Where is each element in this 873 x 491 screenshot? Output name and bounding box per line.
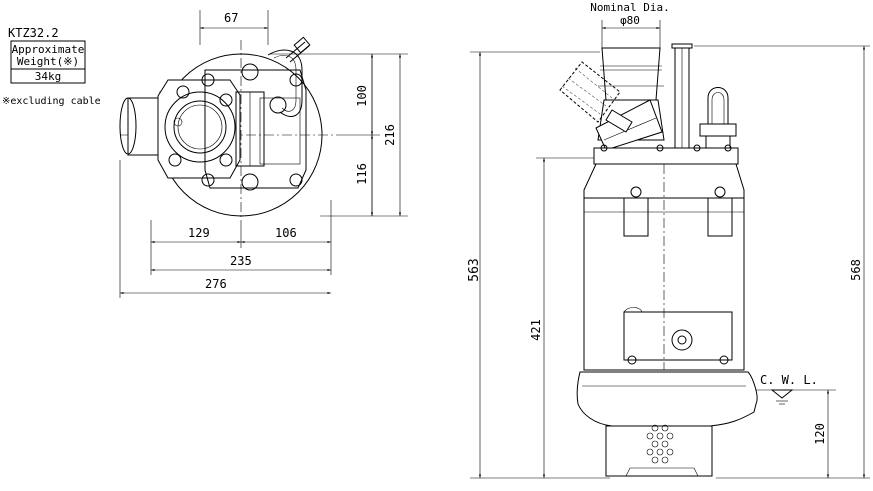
plan-dim-235: 235 — [230, 254, 252, 268]
side-angled-outlet — [559, 61, 663, 151]
side-handle-bar — [671, 43, 693, 161]
side-strainer — [605, 424, 713, 477]
nominal-dia-label: Nominal Dia. — [590, 1, 669, 14]
plan-flange — [157, 79, 241, 179]
weight-box — [10, 40, 86, 84]
plan-dim-bottom: 129 106 235 276 — [119, 160, 332, 298]
cwl-label: C. W. L. — [760, 373, 818, 387]
side-view: Nominal Dia. φ80 — [467, 1, 870, 479]
nominal-dia-value: φ80 — [620, 14, 640, 27]
side-dim-right: 568 — [694, 45, 870, 479]
plan-dim-right: 100 116 216 — [270, 53, 408, 217]
model-label: KTZ32.2 — [8, 26, 59, 40]
side-dim-left: 563 421 — [467, 51, 610, 479]
weight-header-line2: Weight(※) — [17, 55, 79, 68]
plan-top-plate — [201, 63, 307, 191]
plan-handle — [267, 36, 311, 117]
plan-dim-67: 67 — [224, 11, 238, 25]
plan-dim-106: 106 — [275, 226, 297, 240]
side-cwl: C. W. L. 120 — [756, 373, 836, 478]
side-motor-body — [583, 163, 745, 371]
cable-footnote: ※excluding cable — [2, 96, 101, 107]
side-dim-421: 421 — [529, 319, 543, 341]
side-top-cap — [593, 144, 739, 165]
plan-dim-276: 276 — [205, 277, 227, 291]
strainer-holes — [646, 424, 674, 464]
weight-value: 34kg — [35, 70, 62, 83]
side-lower-casing — [576, 371, 758, 427]
plan-dim-129: 129 — [188, 226, 210, 240]
plan-dim-116: 116 — [355, 163, 369, 185]
spec-block: KTZ32.2 Approximate Weight(※) 34kg ※excl… — [2, 26, 101, 107]
side-dim-120: 120 — [813, 423, 827, 445]
plan-dim-216: 216 — [383, 124, 397, 146]
plan-dim-top: 67 — [199, 10, 269, 45]
weight-header-line1: Approximate — [12, 43, 85, 56]
plan-view: 67 100 116 216 129 106 235 — [119, 10, 408, 298]
side-dim-563: 563 — [467, 258, 482, 281]
side-dim-568: 568 — [849, 259, 863, 281]
plan-dim-100: 100 — [355, 85, 369, 107]
